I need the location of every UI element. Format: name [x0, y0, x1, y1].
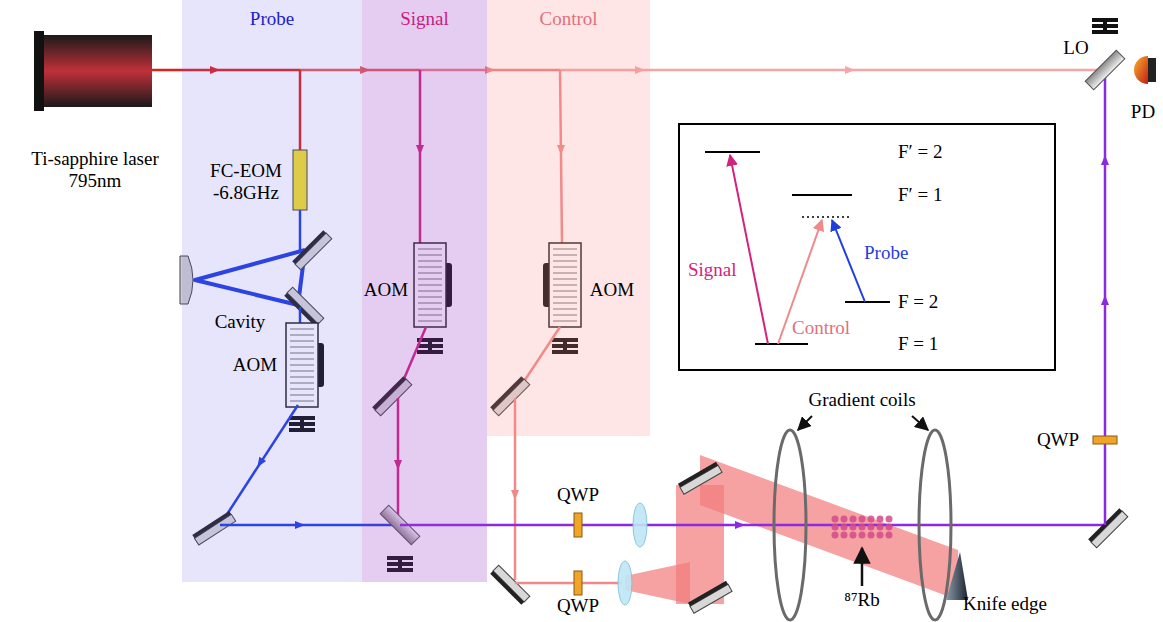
- rb-atom: [850, 524, 857, 531]
- part-label: PD: [1131, 101, 1155, 123]
- beam-band: Probe: [182, 0, 362, 582]
- beam-arrowhead: [1101, 295, 1109, 305]
- rb-atom: [886, 524, 893, 531]
- rb-atom: [850, 532, 857, 539]
- mirror: [1088, 508, 1128, 548]
- energy-level: [792, 194, 852, 196]
- beam-arrowhead: [511, 490, 519, 500]
- part-label: FC-EOM -6.8GHz: [209, 160, 283, 204]
- rb-atom: [841, 516, 848, 523]
- mirror-back: [688, 581, 728, 606]
- mirror-back: [490, 571, 524, 605]
- gradient-coil: [774, 430, 806, 620]
- leader-arrow: [912, 416, 928, 430]
- rb-atom: [850, 516, 857, 523]
- beam-dump-post: [1103, 18, 1107, 34]
- energy-level-inset: F′ = 2 F′ = 1 F = 2 F = 1 SignalControl Probe: [678, 123, 1056, 371]
- band-heading: Signal: [362, 0, 487, 30]
- part-label: AOM: [364, 279, 408, 301]
- rb-atom: [877, 532, 884, 539]
- laser-beam: [515, 582, 622, 585]
- mirror: [688, 581, 732, 613]
- rb-atom: [832, 532, 839, 539]
- energy-level: [705, 151, 760, 153]
- photodiode: [1134, 56, 1148, 84]
- mirror: [678, 462, 722, 494]
- laser-head: [40, 35, 152, 107]
- part-label: QWP: [557, 595, 599, 617]
- beam-arrowhead: [1101, 155, 1109, 165]
- rb-atom: [868, 524, 875, 531]
- photodiode-body: [1148, 58, 1156, 82]
- part-label: ⁸⁷Rb: [844, 589, 879, 611]
- part-label: QWP: [1037, 429, 1079, 451]
- beam-arrowhead: [845, 66, 855, 74]
- level-label: F′ = 2: [898, 141, 942, 163]
- band-heading: Control: [487, 0, 650, 30]
- rb-atom: [832, 516, 839, 523]
- quarter-wave-plate: [1093, 436, 1117, 444]
- knife-edge: [946, 552, 968, 600]
- beam-band: Control: [487, 0, 650, 436]
- leader-arrow: [861, 548, 864, 586]
- rb-atom: [868, 532, 875, 539]
- energy-level: [845, 301, 890, 303]
- part-label: Gradient coils: [808, 389, 915, 411]
- laser-endcap: [34, 31, 44, 111]
- rb-atom: [859, 524, 866, 531]
- rb-atom: [841, 532, 848, 539]
- band-heading: Probe: [182, 0, 362, 30]
- laser-beam: [400, 524, 1105, 527]
- rb-atom: [877, 516, 884, 523]
- rb-atom: [841, 524, 848, 531]
- gradient-coil: [919, 430, 951, 620]
- mirror-glass: [1091, 511, 1128, 548]
- transition-label: Signal: [688, 259, 737, 281]
- rb-atom: [886, 516, 893, 523]
- beam-arrowhead: [735, 521, 745, 529]
- part-label: Ti-sapphire laser 795nm: [15, 148, 175, 192]
- rb-atom: [832, 524, 839, 531]
- beam-splitter-body: [1085, 50, 1125, 90]
- transition-label: Control: [792, 317, 850, 339]
- rb-atom: [868, 516, 875, 523]
- transition-label: Probe: [864, 242, 908, 264]
- virtual-level: [802, 216, 852, 218]
- part-label: AOM: [590, 279, 634, 301]
- level-label: F = 2: [898, 291, 938, 313]
- part-label: Cavity: [215, 311, 266, 333]
- rb-atom: [859, 516, 866, 523]
- quarter-wave-plate: [574, 571, 582, 595]
- rb-atom: [877, 524, 884, 531]
- part-label: Knife edge: [963, 593, 1047, 615]
- transition-arrow: [832, 220, 865, 302]
- lens: [633, 503, 647, 547]
- mirror: [490, 565, 530, 605]
- beam-dump: [1092, 18, 1118, 34]
- energy-level: [755, 343, 808, 345]
- part-label: LO: [1063, 37, 1088, 59]
- level-label: F′ = 1: [898, 184, 942, 206]
- beam-splitter: [1085, 50, 1125, 90]
- part-label: AOM: [233, 354, 277, 376]
- mirror-back: [678, 462, 718, 487]
- leader-arrow: [798, 416, 812, 430]
- level-label: F = 1: [898, 333, 938, 355]
- rb-atom: [886, 532, 893, 539]
- lens: [618, 561, 632, 605]
- transition-arrow: [730, 155, 768, 344]
- quarter-wave-plate: [574, 513, 582, 537]
- part-label: QWP: [557, 484, 599, 506]
- rb-atom: [859, 532, 866, 539]
